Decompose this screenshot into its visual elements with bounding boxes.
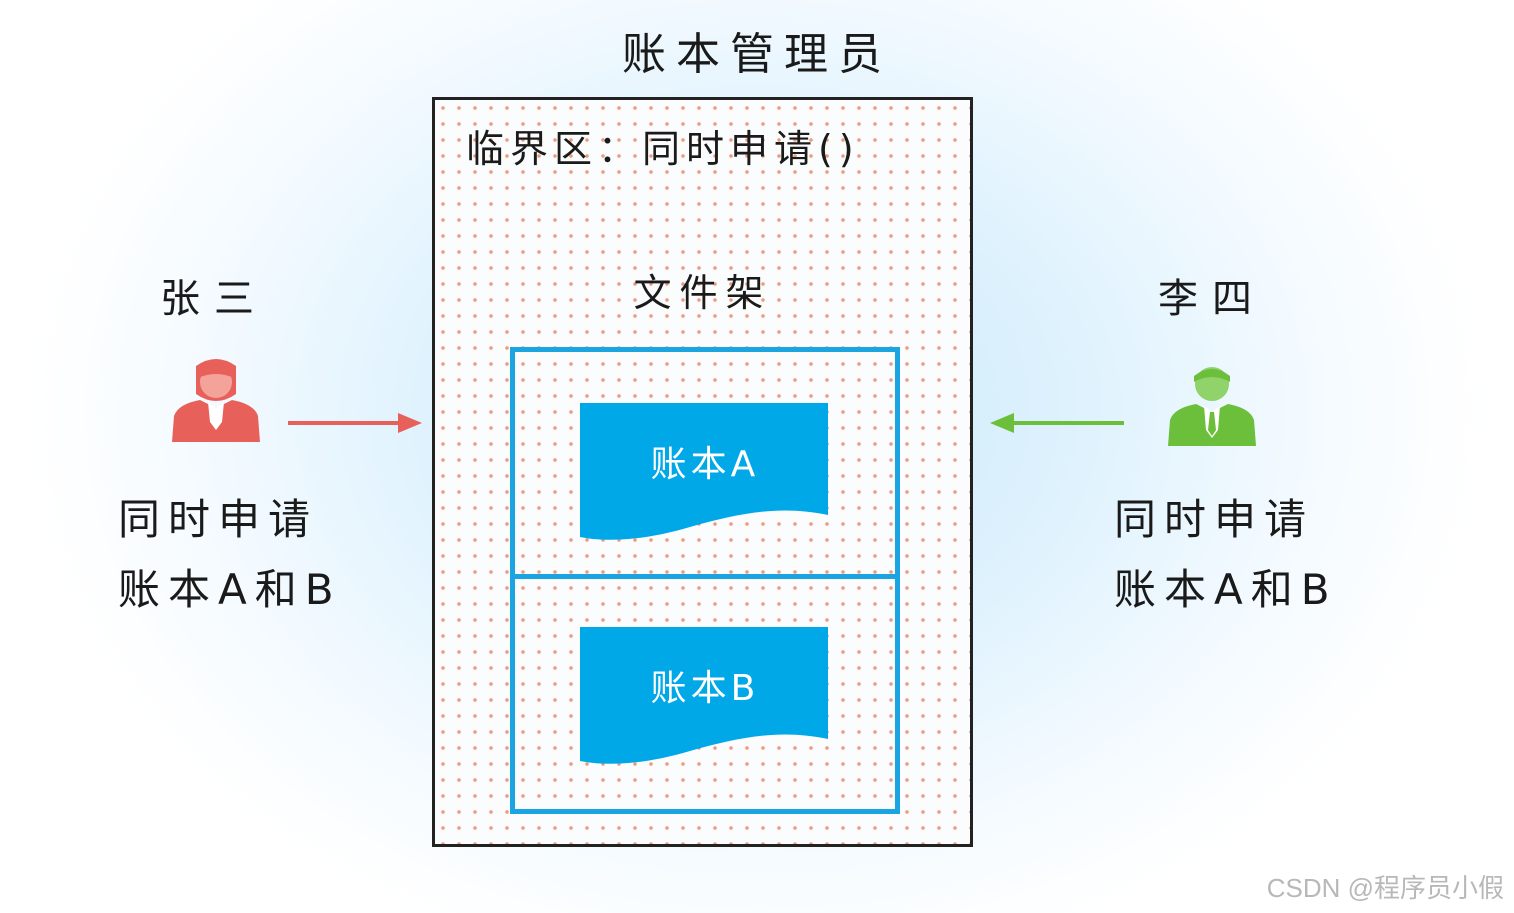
watermark: CSDN @程序员小假 [1266, 873, 1504, 903]
critical-section-label: 临界区：同时申请() [466, 127, 860, 171]
arrow-left [990, 413, 1124, 433]
person-2-name: 李四 [1158, 276, 1266, 322]
arrow-right [288, 413, 422, 433]
person-icon [1168, 367, 1256, 446]
person-1-request-line2: 账本A和B [118, 565, 342, 614]
ledger-b-label: 账本B [650, 668, 760, 709]
file-shelf [510, 347, 900, 814]
ledger-b: 账本B [580, 627, 830, 797]
shelf-divider [510, 574, 900, 579]
ledger-b-shape [580, 627, 828, 764]
ledger-a-shape [580, 403, 828, 540]
person-1-request-line1: 同时申请 [118, 495, 319, 544]
file-shelf-label: 文件架 [633, 271, 772, 315]
person-icon [172, 359, 260, 442]
person-1-name: 张三 [160, 276, 268, 322]
diagram-title: 账本管理员 [622, 29, 892, 80]
person-2-request-line1: 同时申请 [1114, 495, 1315, 544]
ledger-a-label: 账本A [650, 444, 760, 485]
ledger-a: 账本A [580, 403, 830, 573]
person-2-request-line2: 账本A和B [1114, 565, 1338, 614]
